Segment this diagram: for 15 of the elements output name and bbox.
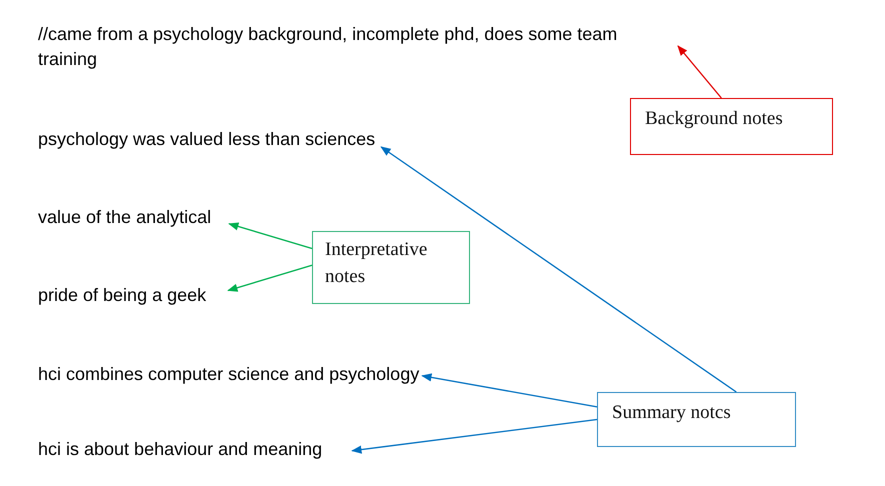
callout-box: Interpretative notes (312, 231, 470, 304)
note-text: value of the analytical (38, 205, 212, 230)
leader-arrow (227, 264, 312, 292)
note-text: //came from a psychology background, incomplete phd, does some team training (38, 22, 678, 72)
leader-arrow (421, 373, 598, 408)
callout-box: Background notes (630, 98, 833, 155)
leader-arrow (351, 418, 598, 454)
note-text: hci combines computer science and psychology (38, 362, 420, 387)
note-text: hci is about behaviour and meaning (38, 437, 322, 462)
leader-arrow (677, 45, 722, 98)
note-text: pride of being a geek (38, 283, 206, 308)
note-text: psychology was valued less than sciences (38, 127, 376, 152)
leader-arrow (228, 222, 312, 250)
leader-arrow (380, 146, 737, 393)
callout-box: Summary notcs (597, 392, 796, 447)
